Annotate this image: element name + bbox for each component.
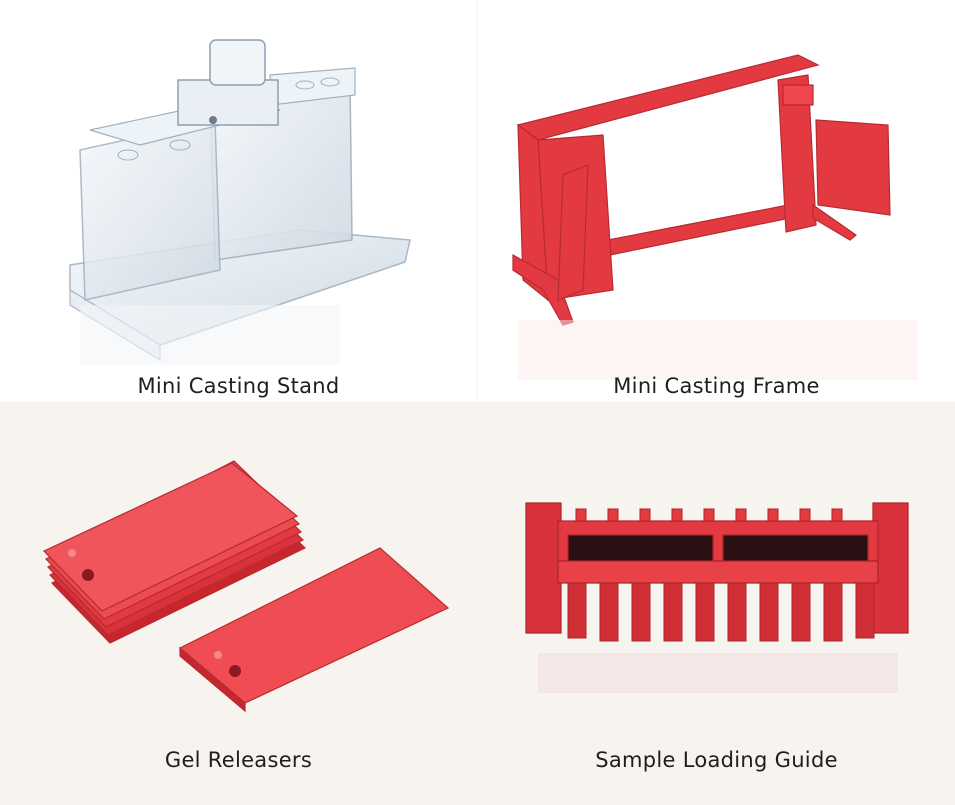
product-card-casting-frame: Mini Casting Frame <box>478 0 955 402</box>
product-caption: Mini Casting Frame <box>613 374 820 398</box>
product-caption: Gel Releasers <box>164 748 313 772</box>
casting-stand-image <box>69 39 411 365</box>
product-caption: Sample Loading Guide <box>595 748 838 772</box>
gel-releasers-image <box>42 460 450 713</box>
product-card-casting-stand: Mini Casting Stand <box>0 0 477 402</box>
product-card-sample-loading-guide: Sample Loading Guide <box>478 403 955 805</box>
product-card-gel-releasers: Gel Releasers <box>0 403 477 805</box>
casting-frame-image <box>512 54 918 380</box>
product-caption: Mini Casting Stand <box>137 374 340 398</box>
sample-loading-guide-image <box>525 502 909 693</box>
